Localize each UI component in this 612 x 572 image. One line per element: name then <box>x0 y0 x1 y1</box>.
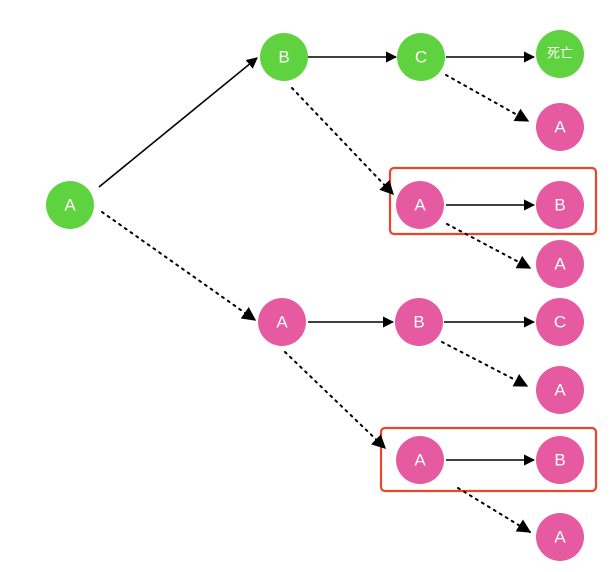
node-root-a: A <box>46 181 94 229</box>
highlight-box-bottom <box>379 426 598 493</box>
node-label: A <box>414 196 426 215</box>
node-label: A <box>554 118 566 137</box>
node-label: A <box>554 255 566 274</box>
node-bottom-box-a: A <box>396 436 444 484</box>
node-label: B <box>554 451 565 470</box>
node-circle <box>536 298 584 346</box>
edge-top-b-to-top-box-a <box>291 87 394 196</box>
node-label: B <box>554 196 565 215</box>
node-circle <box>536 513 584 561</box>
node-top-c-alt-a: A <box>536 103 584 151</box>
node-top-box-b: B <box>536 181 584 229</box>
highlight-box-top <box>388 166 598 236</box>
node-circle <box>536 103 584 151</box>
edge-mid-b-to-alt-a <box>441 341 529 387</box>
node-bottom-alt-a: A <box>536 513 584 561</box>
edge-root-a-to-top-b <box>98 57 258 188</box>
node-label: 死亡 <box>547 47 573 62</box>
edge-top-box-a-to-alt-a <box>446 223 532 269</box>
node-label: C <box>554 313 566 332</box>
node-mid-a: A <box>258 298 306 346</box>
node-mid-c: C <box>536 298 584 346</box>
edge-top-c-to-alt-a <box>445 74 530 122</box>
node-circle <box>396 436 444 484</box>
node-circle <box>397 33 445 81</box>
node-top-c: C <box>397 33 445 81</box>
node-circle <box>396 181 444 229</box>
node-mid-b-alt-a: A <box>536 366 584 414</box>
node-label: A <box>414 451 426 470</box>
edge-bottom-box-a-to-alt-a <box>457 487 532 533</box>
node-label: B <box>413 313 424 332</box>
node-top-box-a: A <box>396 181 444 229</box>
node-circle <box>536 240 584 288</box>
node-label: A <box>554 528 566 547</box>
node-mid-b: B <box>395 298 443 346</box>
node-label: A <box>64 196 76 215</box>
node-circle <box>536 366 584 414</box>
node-label: B <box>278 48 289 67</box>
node-top-death: 死亡 <box>536 30 584 78</box>
node-circle <box>258 298 306 346</box>
node-circle <box>395 298 443 346</box>
node-circle <box>536 436 584 484</box>
node-label: A <box>276 313 288 332</box>
edge-root-a-to-mid-a <box>101 211 257 321</box>
node-top-b: B <box>260 33 308 81</box>
node-circle <box>536 30 584 78</box>
node-circle <box>260 33 308 81</box>
node-circle <box>46 181 94 229</box>
node-label: C <box>415 48 427 67</box>
edge-mid-a-to-bottom-box-a <box>284 351 387 449</box>
node-bottom-box-b: B <box>536 436 584 484</box>
node-label: A <box>554 381 566 400</box>
node-circle <box>536 181 584 229</box>
node-top-box-alt-a: A <box>536 240 584 288</box>
